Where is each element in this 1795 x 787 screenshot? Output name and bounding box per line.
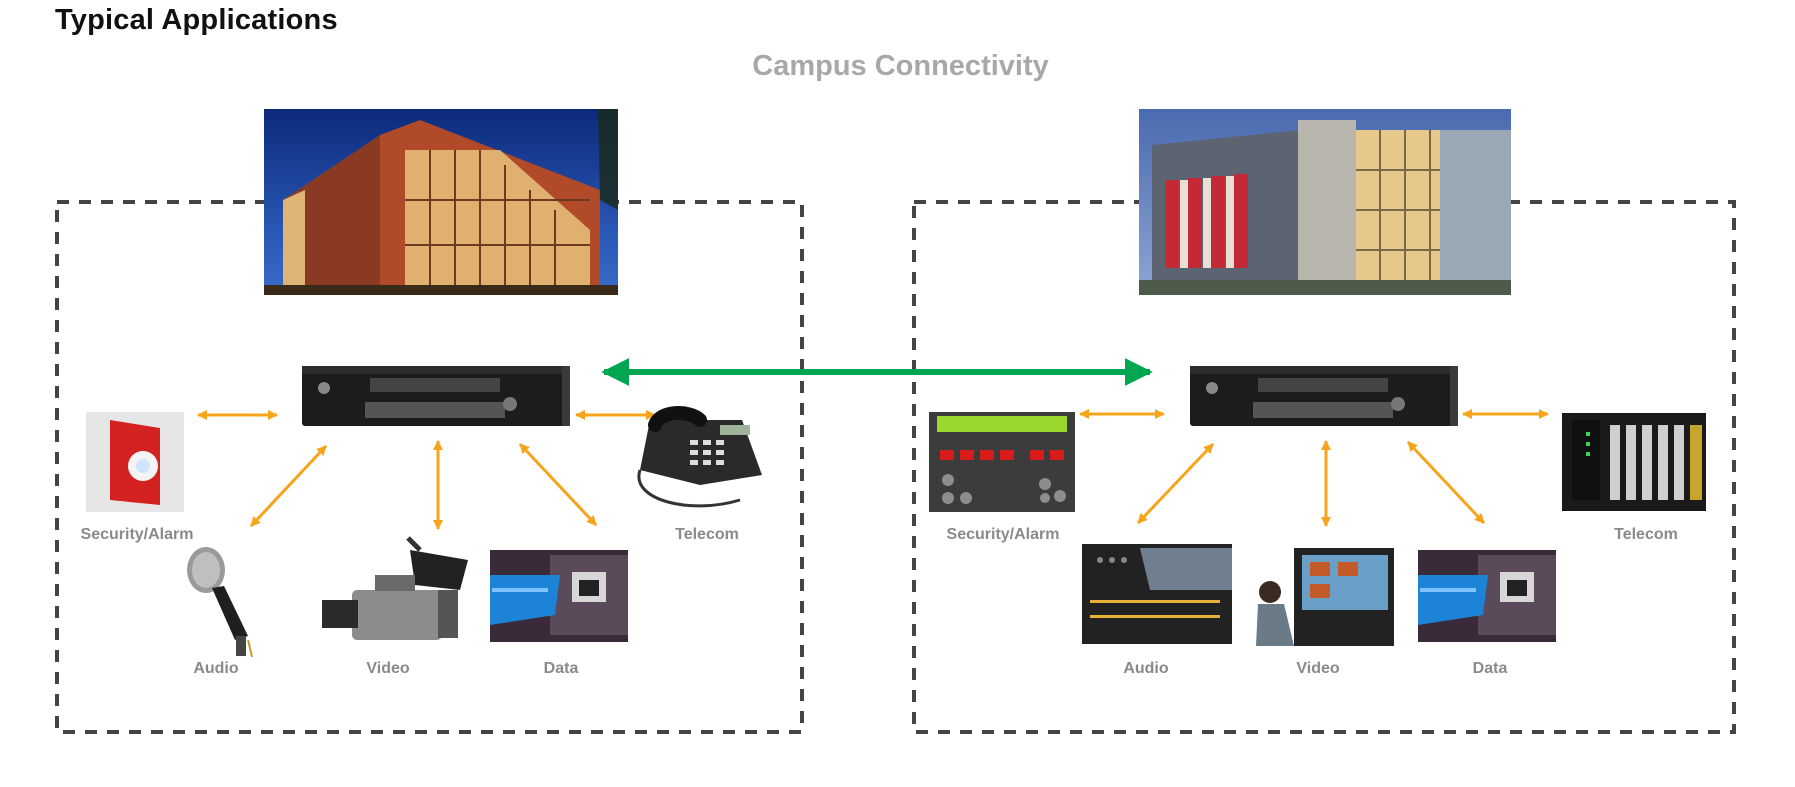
video-camera-icon <box>322 536 468 640</box>
alarm-strobe-icon <box>86 412 184 512</box>
right-audio-label: Audio <box>1123 660 1169 677</box>
right-building-photo <box>1139 109 1511 295</box>
right-local-arrows <box>1079 409 1549 527</box>
ethernet-port-icon <box>490 550 628 642</box>
left-rack-unit-icon <box>302 366 570 426</box>
left-local-arrows <box>197 410 656 530</box>
right-data-label: Data <box>1473 660 1508 677</box>
page-title: Typical Applications <box>55 4 338 36</box>
diagram-title: Campus Connectivity <box>752 50 1049 82</box>
left-audio-label: Audio <box>193 660 239 677</box>
mixing-console-icon <box>1082 544 1232 644</box>
right-rack-unit-icon <box>1190 366 1458 426</box>
left-security-label: Security/Alarm <box>81 526 194 543</box>
right-security-label: Security/Alarm <box>947 526 1060 543</box>
microphone-icon <box>187 547 253 658</box>
left-data-label: Data <box>544 660 579 677</box>
telecom-rack-icon <box>1562 413 1706 511</box>
right-video-label: Video <box>1296 660 1340 677</box>
telephone-icon <box>637 406 762 508</box>
right-ethernet-port-icon <box>1418 550 1556 642</box>
left-building-photo <box>264 109 618 295</box>
video-workstation-icon <box>1256 548 1394 646</box>
control-panel-icon <box>929 412 1075 512</box>
right-telecom-label: Telecom <box>1614 526 1678 543</box>
left-video-label: Video <box>366 660 410 677</box>
right-site-border <box>912 200 1736 734</box>
left-telecom-label: Telecom <box>675 526 739 543</box>
